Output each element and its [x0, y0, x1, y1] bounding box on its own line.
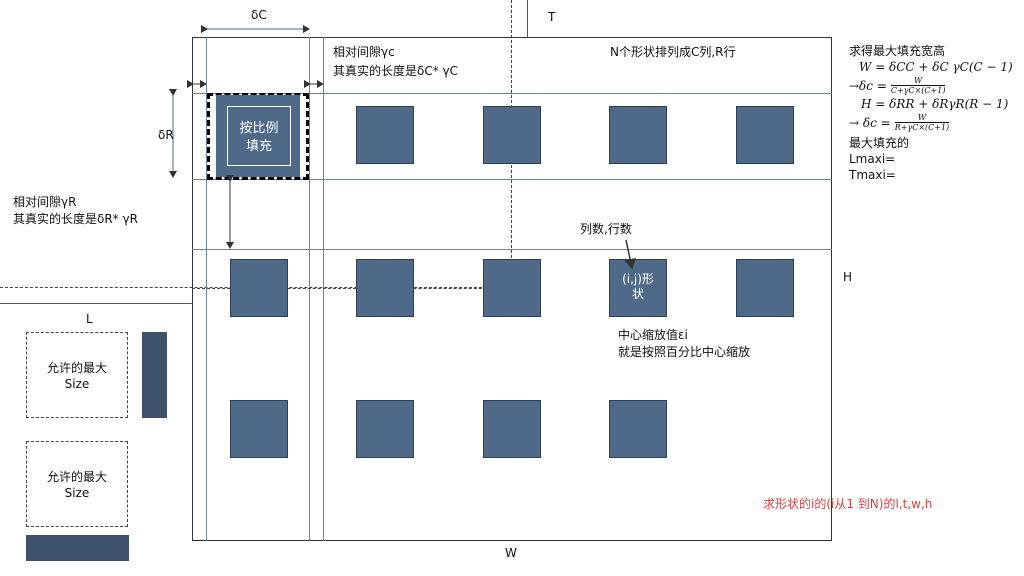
allowed-max-2-line2: Size — [64, 486, 90, 500]
label-delta-r: δR — [158, 128, 174, 142]
scale-fill-line1: 按比例 — [239, 121, 279, 136]
label-right-h: H — [843, 270, 853, 284]
label-center-scale-2: 就是按照百分比中心缩放 — [618, 345, 751, 359]
formula-dc-eq: →δc = W C+γC×(C+1) — [849, 76, 1024, 95]
allowed-max-box-2-label: 允许的最大 Size — [26, 469, 128, 501]
allowed-max-box-1 — [26, 332, 128, 418]
scale-fill-line2: 填充 — [245, 139, 272, 154]
label-center-scale-1: 中心缩放值εi — [618, 328, 688, 342]
formula-dr-den: R+γC×(C+1) — [894, 122, 950, 132]
grid-hline-2 — [192, 179, 832, 180]
shape-ij-label: (i,j)形 状 — [609, 272, 667, 302]
label-gap-c-1: 相对间隙γc — [333, 45, 395, 59]
label-n-shapes: N个形状排列成C列,R行 — [610, 45, 736, 59]
grid-vline-2 — [309, 37, 310, 541]
formula-w-eq: W = δCC + δC γC(C − 1) — [859, 60, 1013, 74]
shape-r1-c2 — [356, 106, 414, 164]
shape-r2-c1 — [230, 259, 288, 317]
formula-tmaxi: Tmaxi= — [849, 168, 896, 182]
allowed-max-1-line1: 允许的最大 — [46, 361, 107, 375]
label-gap-r-1: 相对间隙γR — [13, 195, 77, 209]
shape-r3-c2 — [356, 400, 414, 458]
scale-fill-label: 按比例 填充 — [227, 120, 291, 156]
label-left-l: L — [86, 312, 93, 326]
formula-title: 求得最大填充宽高 — [849, 44, 946, 58]
shape-ij-line2: 状 — [631, 287, 644, 301]
formula-dr-lhs: → δc = — [849, 115, 891, 130]
label-delta-c: δC — [251, 8, 267, 22]
shape-ij-line1: (i,j)形 — [622, 272, 654, 286]
label-top-t: T — [548, 10, 556, 24]
first-cell-highlight — [207, 93, 309, 180]
shape-r3-c3 — [483, 400, 541, 458]
grid-hline-3 — [192, 249, 832, 250]
shape-r1-c3 — [483, 106, 541, 164]
shape-r2-c4 — [609, 259, 667, 317]
shape-r2-c5 — [736, 259, 794, 317]
formula-dc-fraction: W C+γC×(C+1) — [890, 76, 946, 95]
shape-r1-c5 — [736, 106, 794, 164]
formula-max-fill: 最大填充的 — [849, 136, 910, 150]
formula-panel: 求得最大填充宽高 W = δCC + δC γC(C − 1) →δc = W … — [849, 44, 1024, 183]
dashed-connector — [192, 288, 512, 289]
grid-hline-1 — [192, 93, 832, 94]
formula-dc-den: C+γC×(C+1) — [890, 85, 946, 95]
left-area-bottom-border — [0, 303, 192, 304]
grid-vline-3 — [323, 37, 324, 541]
wide-shape-sample — [26, 535, 129, 561]
label-red-note: 求形状的i的(i从1 到N)的l,t,w,h — [763, 497, 933, 511]
shape-r3-c4 — [609, 400, 667, 458]
shape-r2-c3 — [483, 259, 541, 317]
t-tick-line — [527, 0, 528, 38]
shape-r1-c4 — [609, 106, 667, 164]
allowed-max-box-2 — [26, 441, 128, 527]
tall-shape-sample — [142, 332, 167, 418]
label-col-row: 列数,行数 — [580, 222, 632, 236]
label-gap-c-2: 其真实的长度是δC* γC — [333, 64, 459, 78]
shape-r3-c1 — [230, 400, 288, 458]
first-cell-shape — [216, 95, 300, 177]
formula-dr-fraction: W R+γC×(C+1) — [894, 113, 950, 132]
allowed-max-2-line1: 允许的最大 — [46, 470, 107, 484]
label-gap-r-2: 其真实的长度是δR* γR — [13, 212, 138, 226]
first-cell-inner-box — [227, 106, 291, 166]
allowed-max-1-line2: Size — [64, 377, 90, 391]
formula-dr-eq: → δc = W R+γC×(C+1) — [849, 113, 1024, 132]
formula-dc-lhs: →δc = — [849, 78, 887, 93]
main-container — [192, 37, 832, 541]
label-bottom-w: W — [505, 546, 517, 560]
formula-h-eq: H = δRR + δRγR(R − 1) — [861, 97, 1009, 111]
formula-dr-num: W — [917, 113, 927, 122]
shape-r2-c2 — [356, 259, 414, 317]
formula-dc-num: W — [914, 76, 923, 85]
formula-lmaxi: Lmaxi= — [849, 152, 896, 166]
grid-vline-1 — [206, 37, 207, 541]
allowed-max-box-1-label: 允许的最大 Size — [26, 360, 128, 392]
